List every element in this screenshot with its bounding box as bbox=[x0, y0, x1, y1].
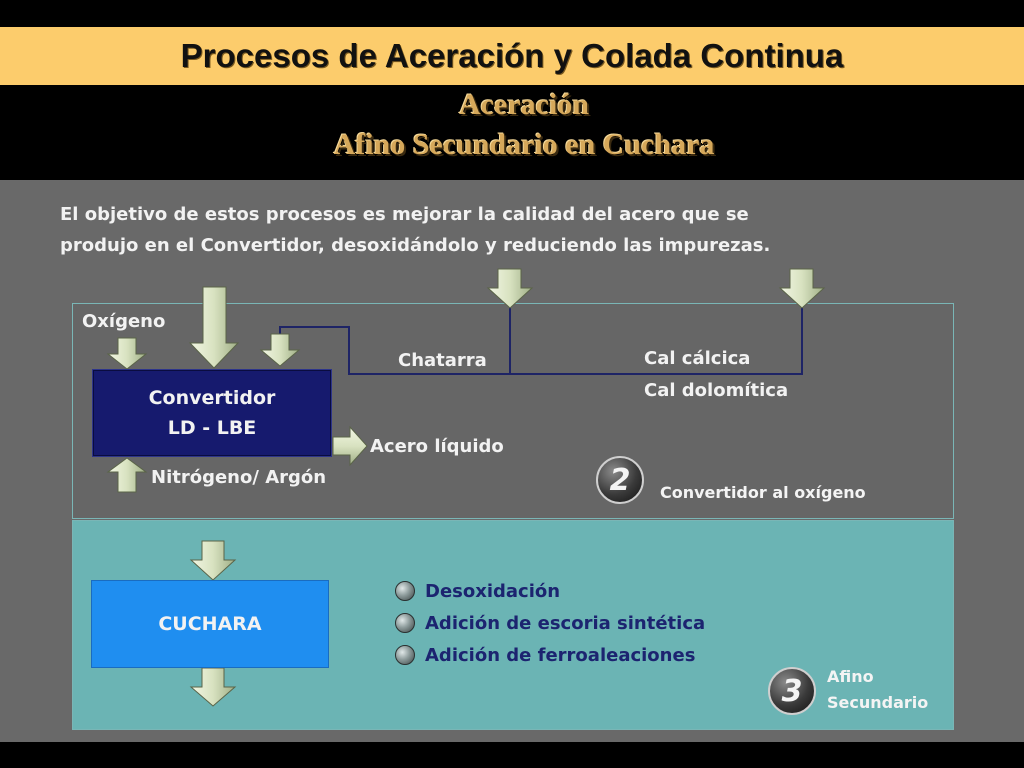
lime-dolomitic-arrow-icon bbox=[778, 268, 826, 309]
scrap-inlet-arrow-icon bbox=[259, 333, 301, 367]
secondary-operations-list: Desoxidación Adición de escoria sintétic… bbox=[395, 575, 705, 671]
oxygen-label: Oxígeno bbox=[82, 311, 166, 332]
intro-paragraph: El objetivo de estos procesos es mejorar… bbox=[60, 199, 920, 261]
scrap-label: Chatarra bbox=[398, 350, 487, 371]
list-item: Desoxidación bbox=[395, 575, 705, 607]
page-title: Procesos de Aceración y Colada Continua bbox=[180, 37, 844, 74]
step-2-number: 2 bbox=[609, 462, 631, 498]
step-3-caption-line-2: Secundario bbox=[827, 693, 929, 712]
converter-type: LD - LBE bbox=[167, 417, 257, 439]
inert-gas-inlet-arrow-icon bbox=[106, 457, 148, 493]
step-2-caption: Convertidor al oxígeno bbox=[660, 483, 866, 502]
inert-gas-label: Nitrógeno/ Argón bbox=[151, 467, 327, 488]
step-3-number: 3 bbox=[781, 673, 803, 709]
operation-synthetic-slag: Adición de escoria sintética bbox=[425, 612, 706, 634]
lime-calcic-label: Cal cálcica bbox=[644, 348, 751, 369]
intro-line-2: produjo en el Convertidor, desoxidándolo… bbox=[60, 235, 771, 256]
scrap-feed-line bbox=[279, 307, 803, 375]
converter-name: Convertidor bbox=[148, 387, 276, 409]
intro-line-1: El objetivo de estos procesos es mejorar… bbox=[60, 204, 749, 225]
ladle-box: CUCHARA bbox=[91, 580, 329, 668]
sphere-bullet-icon bbox=[395, 581, 415, 601]
lime-calcic-arrow-icon bbox=[486, 268, 534, 309]
list-item: Adición de ferroaleaciones bbox=[395, 639, 705, 671]
list-item: Adición de escoria sintética bbox=[395, 607, 705, 639]
oxygen-inlet-arrow-icon bbox=[106, 337, 148, 370]
step-3-badge-icon: 3 bbox=[768, 667, 816, 715]
subtitle-afino-secundario: Afino Secundario en Cuchara bbox=[333, 128, 715, 161]
converter-box: Convertidor LD - LBE bbox=[92, 369, 332, 457]
sphere-bullet-icon bbox=[395, 645, 415, 665]
step-2-badge-icon: 2 bbox=[596, 456, 644, 504]
lime-dolomitic-label: Cal dolomítica bbox=[644, 380, 789, 401]
sphere-bullet-icon bbox=[395, 613, 415, 633]
subtitle-aceracion: Aceración bbox=[459, 88, 589, 121]
charge-inlet-arrow-icon bbox=[188, 286, 240, 369]
operation-ferroalloys: Adición de ferroaleaciones bbox=[425, 644, 696, 666]
liquid-steel-outlet-arrow-icon bbox=[332, 425, 368, 467]
liquid-steel-label: Acero líquido bbox=[370, 436, 504, 457]
ladle-inlet-arrow-icon bbox=[189, 540, 237, 581]
ladle-outlet-arrow-icon bbox=[189, 667, 237, 707]
ladle-label: CUCHARA bbox=[158, 613, 262, 635]
title-bar: Procesos de Aceración y Colada Continua bbox=[0, 27, 1024, 85]
step-3-caption-line-1: Afino bbox=[827, 667, 874, 686]
operation-deoxidation: Desoxidación bbox=[425, 580, 561, 602]
